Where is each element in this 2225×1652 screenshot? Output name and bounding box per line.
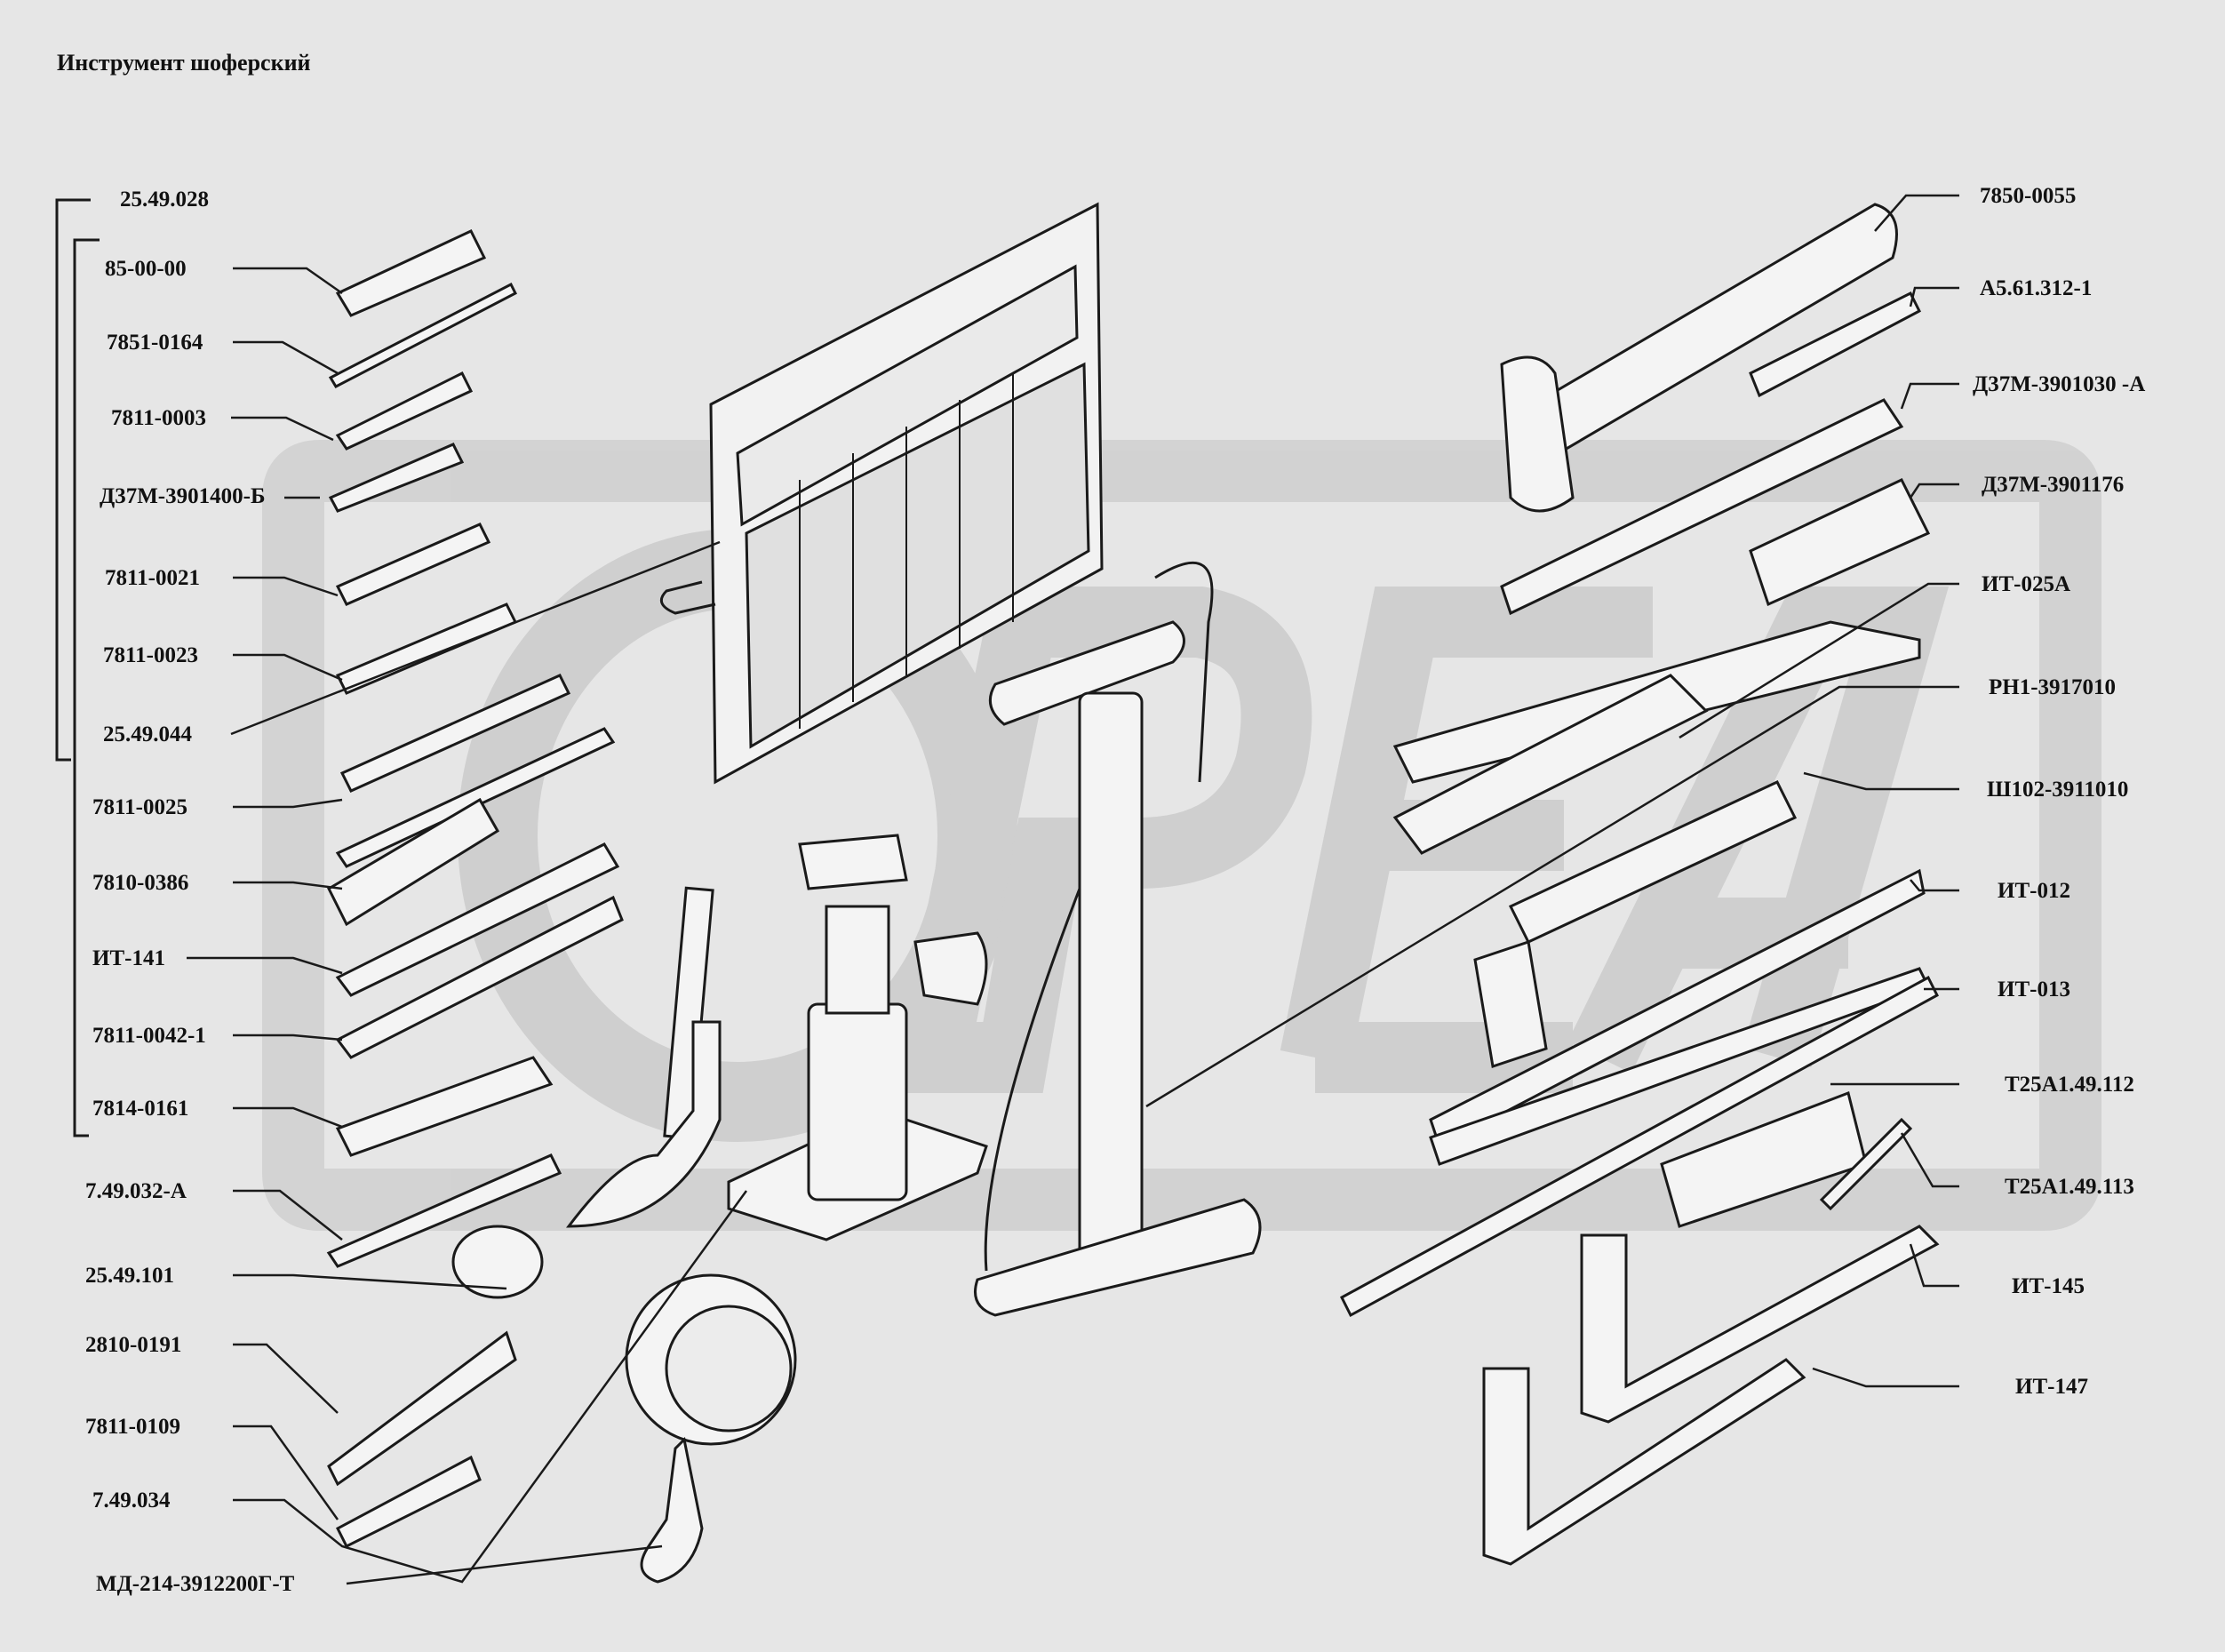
callout-label: Т25А1.49.113 [2005, 1175, 2134, 1199]
callout-label: 7811-0003 [111, 406, 206, 430]
callout-label: 7811-0021 [105, 566, 200, 590]
callout-label: Д37М-3901030 -А [1973, 372, 2146, 396]
callout-label: 7851-0164 [107, 331, 203, 355]
callout-label: 85-00-00 [105, 257, 187, 281]
callout-label: 7.49.032-А [85, 1179, 187, 1203]
callout-label: ИТ-025А [1982, 572, 2070, 596]
tire-pump [974, 561, 1262, 1317]
callout-label: 25.49.028 [120, 188, 209, 211]
page-title: Инструмент шоферский [57, 50, 311, 76]
callout-label: 7811-0025 [92, 795, 187, 819]
callout-label: 25.49.044 [103, 722, 192, 746]
callout-label: 7811-0109 [85, 1415, 180, 1439]
right-tools [1340, 203, 1940, 1566]
bottle-jack [663, 834, 988, 1241]
callout-label: ИТ-013 [1998, 978, 2070, 1002]
callout-label: 7811-0042-1 [92, 1024, 206, 1048]
callout-label: Ш102-3911010 [1987, 778, 2129, 802]
callout-label: 25.49.101 [85, 1264, 174, 1288]
callout-label: 2810-0191 [85, 1333, 182, 1357]
callout-label: ИТ-012 [1998, 879, 2070, 903]
callout-label: 7814-0161 [92, 1097, 189, 1121]
callout-label: А5.61.312-1 [1980, 276, 2093, 300]
callout-label: 7850-0055 [1980, 184, 2077, 208]
callout-label: Д37М-3901400-Б [100, 484, 266, 508]
left-bracket [55, 198, 100, 1137]
watermark [262, 440, 2101, 1231]
callout-label: 7.49.034 [92, 1488, 171, 1512]
callout-label: Т25А1.49.112 [2005, 1073, 2134, 1097]
callout-label: МД-214-3912200Г-Т [96, 1572, 295, 1596]
tool-roll-pouch [659, 202, 1104, 785]
callout-label: РН1-3917010 [1989, 675, 2117, 699]
pressure-gauge [625, 1273, 797, 1584]
left-tools [326, 229, 722, 1549]
callout-label: ИТ-145 [2012, 1274, 2085, 1298]
callout-label: ИТ-141 [92, 946, 165, 970]
callout-label: Д37М-3901176 [1982, 473, 2125, 497]
callout-label: 7811-0023 [103, 643, 198, 667]
callout-label: ИТ-147 [2015, 1375, 2088, 1399]
callout-label: 7810-0386 [92, 871, 189, 895]
leader-lines [187, 194, 1959, 1585]
